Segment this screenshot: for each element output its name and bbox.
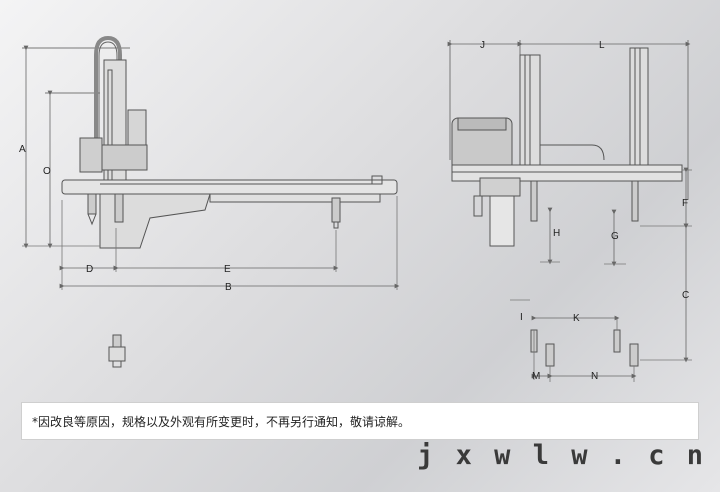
dim-label-m: M xyxy=(532,371,540,382)
dim-label-a: A xyxy=(19,144,26,155)
disclaimer-box: *因改良等原因，规格以及外观有所变更时，不再另行通知，敬请谅解。 xyxy=(21,402,699,440)
dim-label-h: H xyxy=(553,228,560,239)
dim-label-c: C xyxy=(682,290,689,301)
dim-label-l: L xyxy=(599,40,605,51)
dim-label-o: O xyxy=(43,166,51,177)
robot-arm-technical-drawing: A O D E B J L F H G C I K M N xyxy=(19,35,692,382)
dim-label-d: D xyxy=(86,264,93,275)
site-watermark: j x w l w . c n xyxy=(417,440,706,471)
dim-label-f: F xyxy=(682,198,688,209)
dim-label-e: E xyxy=(224,264,231,275)
front-view xyxy=(449,40,689,367)
dim-label-i: I xyxy=(520,312,523,323)
disclaimer-text: *因改良等原因，规格以及外观有所变更时，不再另行通知，敬请谅解。 xyxy=(32,415,411,429)
dim-label-g: G xyxy=(611,231,619,242)
dim-label-k: K xyxy=(573,313,580,324)
dim-label-n: N xyxy=(591,371,598,382)
dim-label-b: B xyxy=(225,282,232,293)
dim-label-j: J xyxy=(480,40,485,51)
side-view xyxy=(22,35,398,368)
front-view-dimensions xyxy=(447,41,692,382)
side-view-dimensions xyxy=(22,45,400,290)
